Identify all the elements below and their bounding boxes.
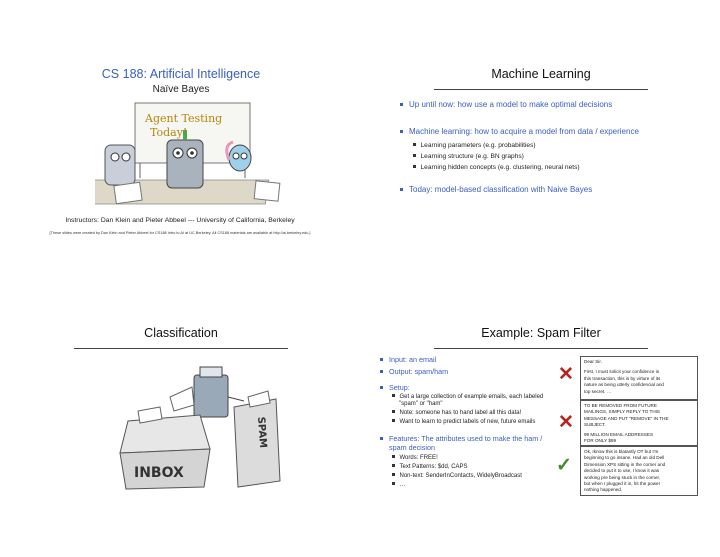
slide4-title: Example: Spam Filter bbox=[481, 326, 601, 340]
slide4-feat-sub-4: … bbox=[392, 481, 406, 490]
email-2-line: FOR ONLY $99 bbox=[584, 438, 616, 444]
slide4-bullet-features-text: Features: The attributes used to make th… bbox=[389, 434, 543, 443]
slide2-bullet-2: Machine learning: how to acquire a model… bbox=[400, 127, 639, 138]
slide2-bullet-3: Today: model-based classification with N… bbox=[400, 185, 592, 196]
slide2-title: Machine Learning bbox=[491, 67, 591, 81]
slide4-feat-sub-1-text: Words: FREE! bbox=[399, 455, 438, 461]
slide4-bullet-setup: Setup: bbox=[380, 383, 410, 394]
slide1-instructors: Instructors: Dan Klein and Pieter Abbeel… bbox=[65, 217, 295, 224]
classification-illustration: INBOX SPAM bbox=[119, 366, 281, 490]
email-1-line: top secret. … bbox=[584, 388, 612, 394]
slide2-bullet-1-text: Up until now: how use a model to make op… bbox=[409, 100, 613, 109]
slide4-setup-sub-3: Want to learn to predict labels of new, … bbox=[392, 418, 535, 427]
slide4-bullet-output-text: Output: spam/ham bbox=[389, 367, 449, 376]
slide2-bullet-3-text: Today: model-based classification with N… bbox=[409, 185, 593, 194]
email-3-line: working pre being stuck in the corner, bbox=[584, 474, 661, 480]
slide4-bullet-features-2: spam decision bbox=[389, 443, 435, 454]
slide-spam-filter: Example: Spam Filter Input: an email Out… bbox=[360, 279, 720, 557]
slide-classification: Classification INBOX SPAM bbox=[0, 279, 360, 557]
email-2-line: MAILINGS, SIMPLY REPLY TO THIS bbox=[584, 409, 660, 415]
email-2-line: MESSAGE AND PUT "REMOVE" IN THE bbox=[584, 415, 669, 421]
sign-line1: Agent Testing bbox=[144, 112, 222, 125]
slide4-feat-sub-4-text: … bbox=[399, 482, 406, 488]
email-2-line: 99 MILLION EMAIL ADDRESSES bbox=[584, 431, 654, 437]
email-3-line: nothing happened. bbox=[584, 487, 623, 493]
slide3-title: Classification bbox=[144, 326, 218, 340]
spam-label: SPAM bbox=[255, 416, 268, 448]
email-spam-2: TO BE REMOVED FROM FUTURE MAILINGS, SIMP… bbox=[580, 400, 698, 446]
ham-check-icon: ✓ bbox=[556, 455, 572, 476]
email-2-line: TO BE REMOVED FROM FUTURE bbox=[584, 403, 657, 408]
slide4-title-divider bbox=[434, 348, 648, 349]
slide4-setup-sub-1-text: Get a large collection of example emails… bbox=[399, 394, 544, 400]
slide4-setup-sub-1: Get a large collection of example emails… bbox=[392, 393, 543, 402]
slide4-feat-sub-2-text: Text Patterns: $dd, CAPS bbox=[399, 464, 468, 470]
email-3-line: but when I plugged it in, hit the power bbox=[584, 481, 661, 487]
email-1-line: First, I must solicit your confidence in bbox=[584, 369, 660, 375]
slide4-setup-sub-3-text: Want to learn to predict labels of new, … bbox=[399, 419, 536, 425]
slide4-bullet-input-text: Input: an email bbox=[389, 355, 437, 364]
slide4-feat-sub-3-text: Non-text: SenderInContacts, WidelyBroadc… bbox=[399, 473, 522, 479]
inbox-label: INBOX bbox=[134, 465, 184, 481]
slide1-credits: [These slides were created by Dan Klein … bbox=[49, 231, 311, 235]
email-3-line: decided to put it to use, I know it was bbox=[584, 468, 660, 474]
slide4-bullet-output: Output: spam/ham bbox=[380, 367, 448, 378]
email-3-line: Dimension XPS sitting in the corner and bbox=[584, 461, 666, 467]
sign-line2: Today! bbox=[150, 126, 187, 139]
slide2-bullet-2-text: Machine learning: how to acquire a model… bbox=[409, 127, 639, 136]
email-3-line: Ok, Iknow this is blatantly OT but I'm bbox=[584, 449, 659, 454]
slide-title: CS 188: Artificial Intelligence Naïve Ba… bbox=[0, 0, 360, 278]
slide2-sub-1: Learning parameters (e.g. probabilities) bbox=[413, 141, 536, 150]
spam-x-icon: ✕ bbox=[558, 364, 574, 385]
slide2-title-divider bbox=[434, 89, 648, 90]
slide1-subtitle: Naïve Bayes bbox=[152, 84, 210, 95]
slide3-title-divider bbox=[74, 348, 288, 349]
email-ham-1: Ok, Iknow this is blatantly OT but I'm b… bbox=[580, 446, 698, 496]
slide2-sub-3: Learning hidden concepts (e.g. clusterin… bbox=[413, 163, 580, 172]
slide4-bullet-input: Input: an email bbox=[380, 355, 436, 366]
slide-machine-learning: Machine Learning Up until now: how use a… bbox=[360, 0, 720, 278]
slide4-setup-sub-2: Note: someone has to hand label all this… bbox=[392, 409, 521, 418]
slide4-bullet-features: Features: The attributes used to make th… bbox=[380, 434, 542, 445]
slide4-feat-sub-1: Words: FREE! bbox=[392, 454, 438, 463]
email-spam-1: Dear Sir. First, I must solicit your con… bbox=[580, 356, 698, 400]
slide2-sub-2-text: Learning structure (e.g. BN graphs) bbox=[420, 153, 524, 160]
slide2-sub-3-text: Learning hidden concepts (e.g. clusterin… bbox=[420, 164, 580, 171]
email-1-line: this transaction, this is by virture of … bbox=[584, 375, 661, 381]
spam-x-icon: ✕ bbox=[558, 412, 574, 433]
slide4-setup-sub-1b-text: "spam" or "ham" bbox=[399, 401, 443, 407]
agent-testing-illustration: Agent Testing Today! bbox=[95, 102, 281, 205]
email-2-line: SUBJECT. bbox=[584, 422, 606, 428]
email-1-line: nature as being utterly confidencial and bbox=[584, 382, 664, 388]
slide4-setup-sub-1b: "spam" or "ham" bbox=[399, 400, 443, 409]
slide4-bullet-features-2-text: spam decision bbox=[389, 443, 435, 452]
slide2-sub-2: Learning structure (e.g. BN graphs) bbox=[413, 152, 524, 161]
email-1-line: Dear Sir. bbox=[584, 359, 602, 364]
slide4-feat-sub-2: Text Patterns: $dd, CAPS bbox=[392, 463, 468, 472]
slide2-sub-1-text: Learning parameters (e.g. probabilities) bbox=[420, 142, 536, 149]
slide4-setup-sub-2-text: Note: someone has to hand label all this… bbox=[399, 410, 522, 416]
slide2-bullet-1: Up until now: how use a model to make op… bbox=[400, 100, 612, 111]
slide1-title: CS 188: Artificial Intelligence bbox=[101, 67, 261, 81]
slide4-feat-sub-3: Non-text: SenderInContacts, WidelyBroadc… bbox=[392, 472, 522, 481]
slide4-bullet-setup-text: Setup: bbox=[389, 383, 410, 392]
email-3-line: beginning to go insane. Had an old Dell bbox=[584, 455, 665, 461]
